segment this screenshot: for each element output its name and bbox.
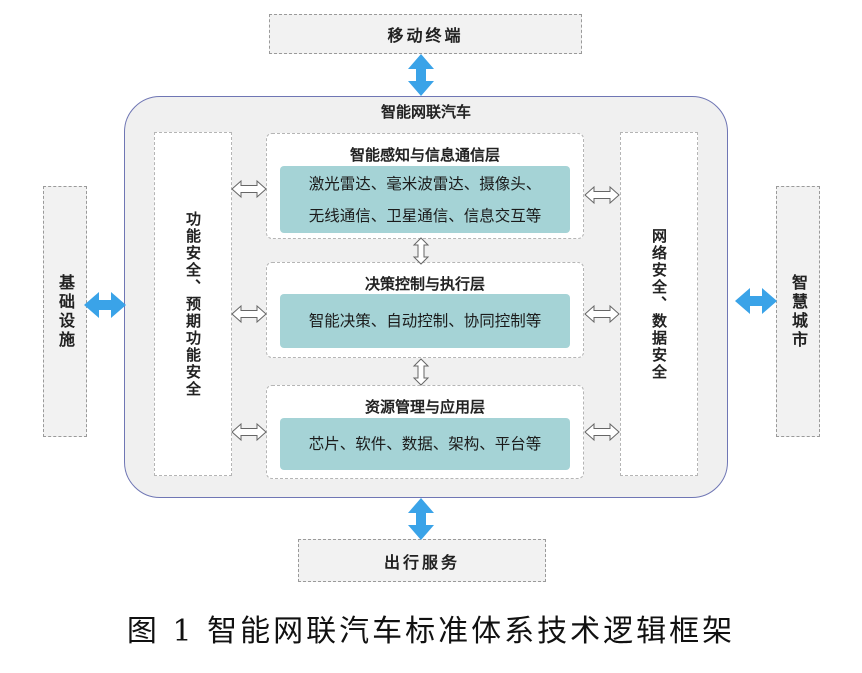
layer-perception-line-1: 激光雷达、毫米波雷达、摄像头、 <box>308 174 542 193</box>
layer-resource-line-1: 芯片、软件、数据、架构、平台等 <box>308 435 542 453</box>
left-node-infrastructure: 基础设施 <box>43 186 87 437</box>
top-node-mobile-terminal: 移动终端 <box>269 14 582 54</box>
arrow-top-blue-icon <box>408 54 434 96</box>
layer-perception-line-2: 无线通信、卫星通信、信息交互等 <box>308 206 542 225</box>
arrow-right-blue-icon <box>735 288 777 314</box>
layer-decision-title: 决策控制与执行层 <box>364 275 485 293</box>
figure-caption: 图 1 智能网联汽车标准体系技术逻辑框架 <box>126 614 736 649</box>
arrow-layer1-layer2-icon <box>413 237 429 265</box>
arrow-left-blue-icon <box>84 292 126 318</box>
arrow-left-layer2-icon <box>231 305 267 323</box>
layer-resource-content: 芯片、软件、数据、架构、平台等 <box>280 418 570 470</box>
left-column-functional-safety: 功能安全、预期功能安全 <box>154 132 232 476</box>
main-title: 智能网联汽车 <box>380 103 471 121</box>
layer-perception-content: 激光雷达、毫米波雷达、摄像头、 无线通信、卫星通信、信息交互等 <box>280 166 570 233</box>
layer-decision-line-1: 智能决策、自动控制、协同控制等 <box>308 312 542 330</box>
arrow-left-layer1-icon <box>231 180 267 198</box>
arrow-right-layer2-icon <box>584 305 620 323</box>
arrow-bottom-blue-icon <box>408 498 434 540</box>
arrow-left-layer3-icon <box>231 423 267 441</box>
arrow-layer2-layer3-icon <box>413 358 429 386</box>
right-node-smart-city: 智慧城市 <box>776 186 820 437</box>
bottom-node-travel-service: 出行服务 <box>298 539 546 582</box>
layer-resource-title: 资源管理与应用层 <box>364 398 485 416</box>
layer-perception-title: 智能感知与信息通信层 <box>349 146 500 164</box>
arrow-right-layer3-icon <box>584 423 620 441</box>
arrow-right-layer1-icon <box>584 186 620 204</box>
right-column-network-security: 网络安全、数据安全 <box>620 132 698 476</box>
layer-decision-content: 智能决策、自动控制、协同控制等 <box>280 294 570 348</box>
